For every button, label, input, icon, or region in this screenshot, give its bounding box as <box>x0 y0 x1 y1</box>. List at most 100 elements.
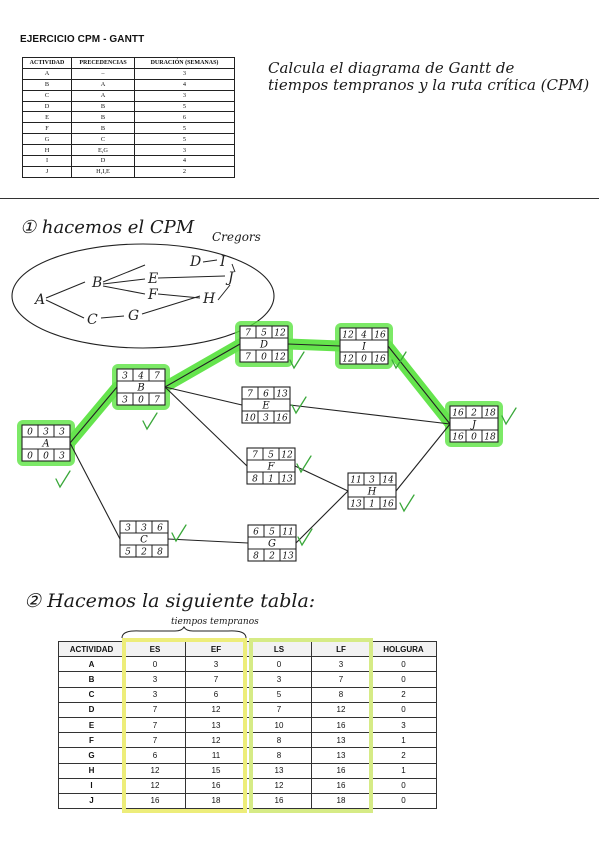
table-cell: 7 <box>311 671 371 688</box>
table-cell: 10 <box>246 716 312 734</box>
node-early-value: 11 <box>282 528 293 538</box>
node-late-value: 8 <box>252 475 258 485</box>
sketch-node: I <box>219 254 226 270</box>
table-cell: 3 <box>370 716 437 734</box>
node-label: E <box>261 401 270 412</box>
sketch-arrow <box>102 278 146 285</box>
table-cell: 13 <box>185 716 247 734</box>
node-early-value: 7 <box>245 329 251 339</box>
check-icon <box>391 351 407 370</box>
network-edge <box>294 465 349 492</box>
check-icon <box>142 412 158 431</box>
table-cell: 12 <box>246 777 312 794</box>
table-cell: D <box>71 155 135 167</box>
node-early-value: 7 <box>252 451 258 461</box>
node-early-value: 7 <box>154 372 160 382</box>
sketch-arrow <box>100 315 125 319</box>
sketch-node: J <box>225 270 235 286</box>
table-cell: 5 <box>246 686 312 703</box>
table-cell: 16 <box>311 777 371 794</box>
header-cell: ACTIVIDAD <box>22 57 72 69</box>
table-cell: A <box>71 78 135 91</box>
node-early-value: 2 <box>470 409 477 419</box>
brace-label: tiempos tempranos <box>171 617 259 627</box>
sketch-node: D <box>189 254 201 270</box>
table-cell: H <box>22 144 72 157</box>
network-edge <box>164 343 241 388</box>
table-cell: 0 <box>124 656 186 673</box>
input-table-header-row: ACTIVIDAD PRECEDENCIAS DURACIÓN (SEMANAS… <box>22 57 235 69</box>
table-cell: 0 <box>370 671 437 688</box>
table-cell: 1 <box>370 732 437 749</box>
table-cell: 7 <box>246 701 312 718</box>
table-cell: 4 <box>134 78 235 91</box>
table-cell: 13 <box>311 732 371 749</box>
sketch-ellipse <box>11 243 275 349</box>
node-early-value: 3 <box>141 524 147 534</box>
table-cell: 3 <box>311 656 371 673</box>
step1-heading: ① hacemos el CPM <box>20 217 195 238</box>
header-cell: LS <box>246 640 312 658</box>
table-cell: F <box>58 732 125 749</box>
table-cell: 8 <box>246 747 312 764</box>
table-cell: C <box>22 89 72 102</box>
node-late-value: 2 <box>268 552 275 562</box>
sketch-node: H <box>202 291 216 307</box>
table-cell: I <box>58 777 125 794</box>
node-label: B <box>136 383 144 394</box>
node-late-value: 3 <box>59 452 65 462</box>
node-late-value: 3 <box>263 414 269 424</box>
header-cell: EF <box>185 640 247 658</box>
node-early-value: 3 <box>125 524 131 534</box>
node-early-value: 6 <box>263 390 269 400</box>
network-edge <box>287 343 341 347</box>
node-late-value: 13 <box>350 500 362 510</box>
header-cell: DURACIÓN (SEMANAS) <box>134 57 235 69</box>
node-label: D <box>259 340 268 351</box>
table-cell: D <box>22 100 72 113</box>
table-cell: J <box>22 165 72 178</box>
node-late-value: 8 <box>253 552 259 562</box>
node-late-value: 16 <box>374 355 386 365</box>
table-cell: 13 <box>246 762 312 779</box>
network-edge <box>395 423 451 492</box>
table-cell: 5 <box>134 100 235 113</box>
node-late-value: 18 <box>484 433 496 443</box>
node-early-value: 13 <box>276 390 288 400</box>
node-late-value: 5 <box>125 548 131 558</box>
table-cell: 16 <box>246 792 312 810</box>
sketch-arrow <box>231 263 236 273</box>
node-early-value: 12 <box>274 329 286 339</box>
table-cell: 7 <box>124 732 186 749</box>
sketch-label: Cregors <box>212 230 261 244</box>
node-early-value: 5 <box>261 329 267 339</box>
sketch-arrow <box>157 293 201 299</box>
node-early-value: 16 <box>374 331 386 341</box>
sketch-node: A <box>33 292 45 308</box>
sketch-arrow <box>45 281 86 299</box>
table-cell: E <box>22 111 72 124</box>
node-early-value: 3 <box>59 428 65 438</box>
table-cell: 7 <box>185 671 247 688</box>
sketch-arrow <box>45 299 85 319</box>
instruction-line: tiempos tempranos y la ruta crítica (CPM… <box>268 76 590 94</box>
node-label: H <box>367 487 377 498</box>
table-cell: 5 <box>134 122 235 135</box>
sketch-arrow <box>217 284 231 301</box>
node-label: J <box>470 420 477 431</box>
table-cell: 6 <box>134 111 235 124</box>
instruction-note: Calcula el diagrama de Gantt de tiempos … <box>268 60 598 94</box>
check-icon <box>297 528 313 547</box>
table-cell: 12 <box>124 762 186 779</box>
